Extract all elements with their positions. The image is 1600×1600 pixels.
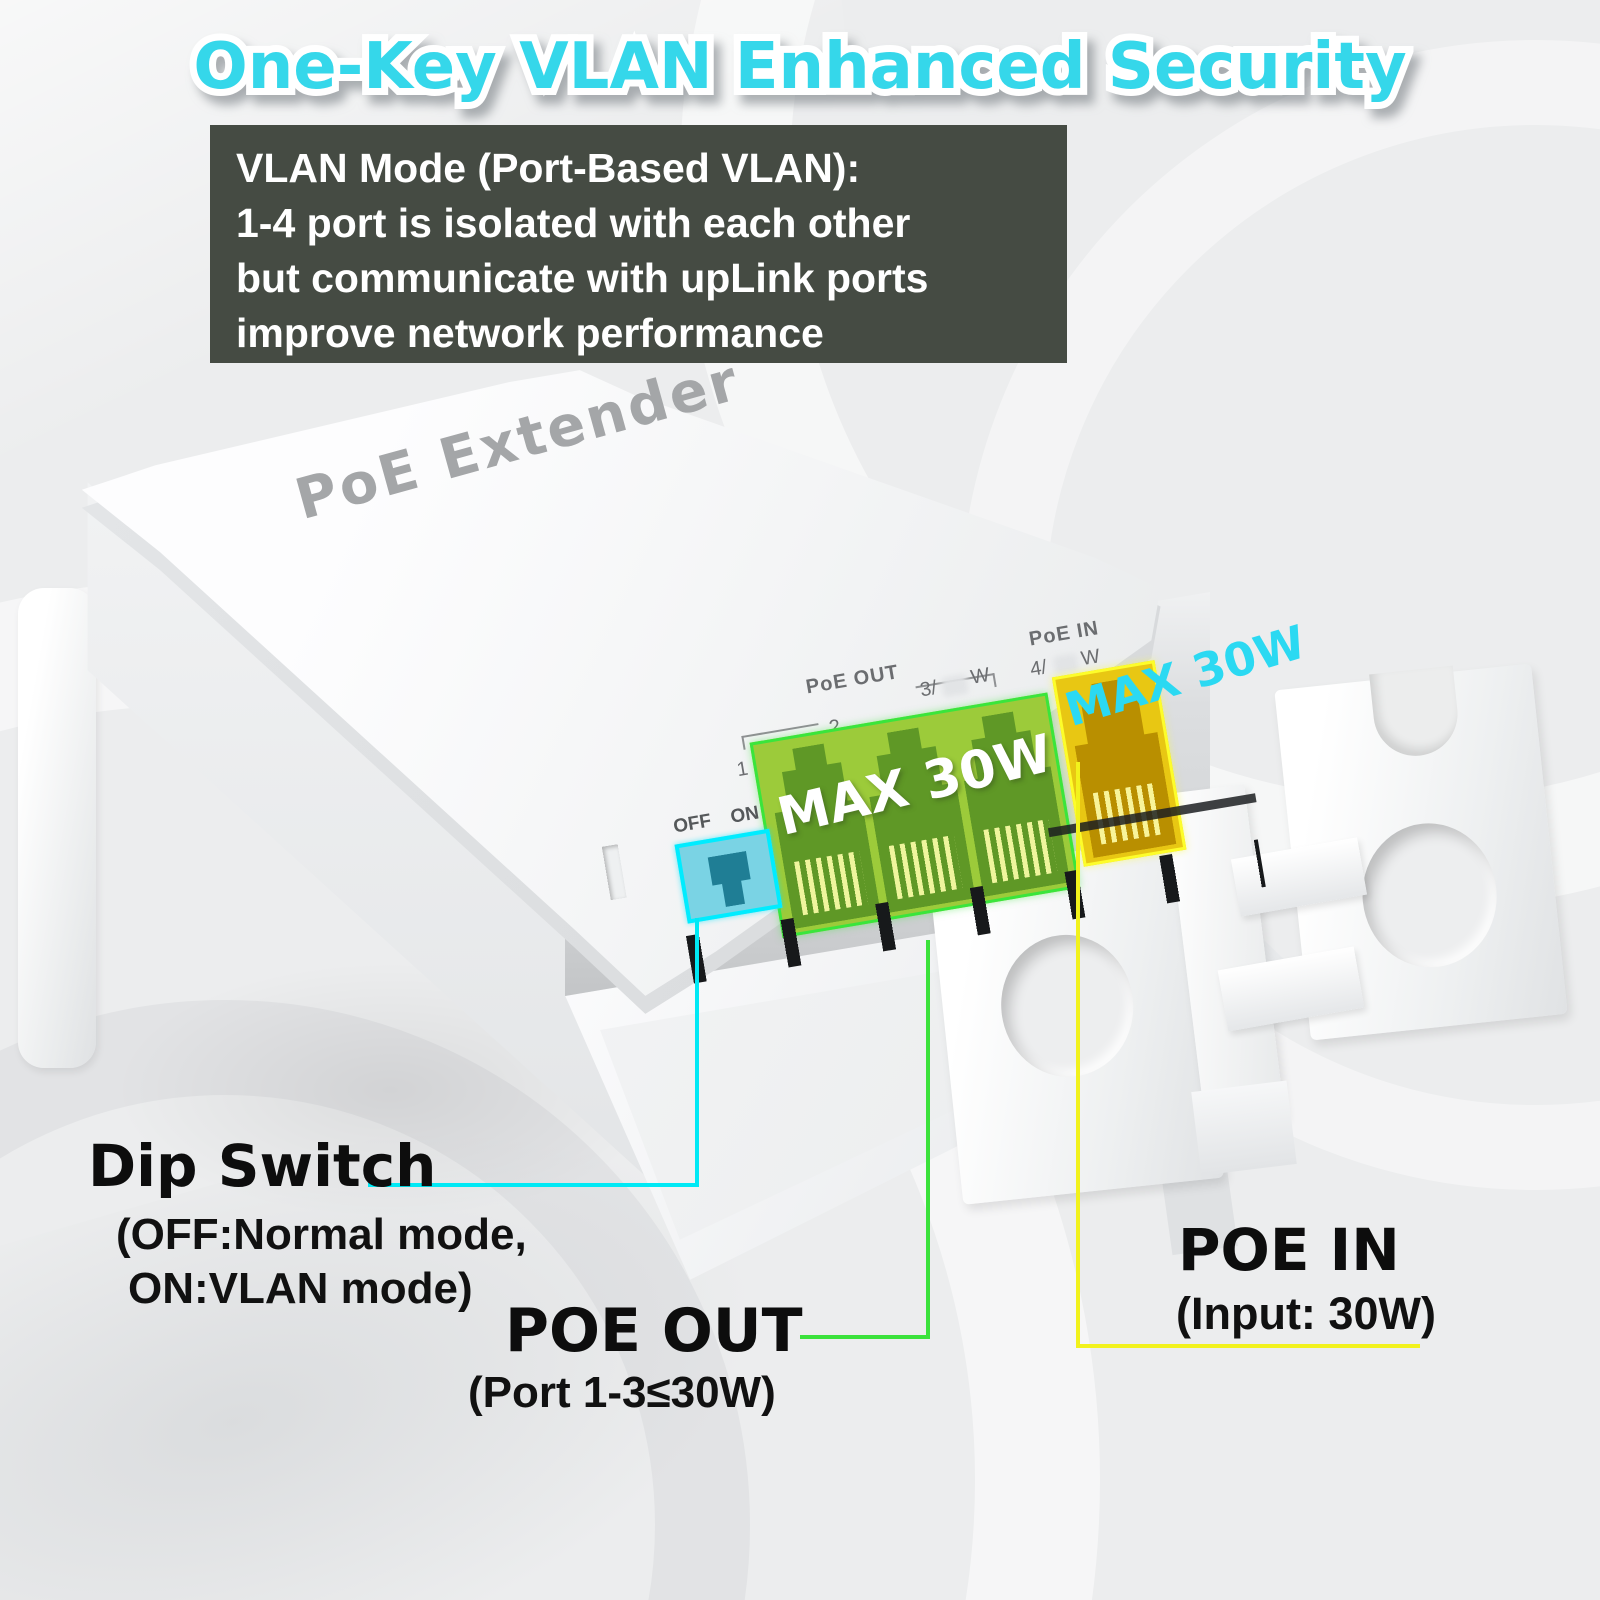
dip-off-label: OFF: [671, 810, 713, 838]
poe-in-callout-line: [1076, 1344, 1420, 1348]
dip-switch-sublabel-1: (OFF:Normal mode,: [116, 1210, 527, 1259]
dip-switch: [674, 828, 783, 924]
page-title: One-Key VLAN Enhanced Security One-Key V…: [0, 23, 1600, 140]
blurred-wattage: [1052, 653, 1080, 675]
panel-slot: [601, 844, 627, 901]
mount-hole-icon: [1355, 816, 1504, 974]
info-line-1: VLAN Mode (Port-Based VLAN):: [236, 145, 861, 191]
device-mount-tab-left: [18, 588, 96, 1068]
poe-in-sublabel: (Input: 30W): [1176, 1288, 1436, 1339]
page-title-outline: One-Key VLAN Enhanced Security: [186, 23, 1413, 111]
mount-hole-icon: [994, 928, 1141, 1084]
vlan-info-box: VLAN Mode (Port-Based VLAN): 1-4 port is…: [210, 125, 1067, 363]
poe-out-sublabel: (Port 1-3≤30W): [468, 1368, 776, 1417]
page-title-text: One-Key VLAN Enhanced Security: [193, 30, 1407, 104]
dip-switch-callout-line: [695, 918, 699, 1186]
poe-out-label: POE OUT: [505, 1296, 803, 1366]
mount-clamp-foot: [1191, 1080, 1297, 1176]
poe-in-label: POE IN: [1178, 1216, 1400, 1284]
poe-out-bracket-tick: [992, 673, 997, 688]
panel-port1-number: 1: [735, 757, 750, 782]
panel-port4-number: 4/: [1028, 656, 1049, 681]
dip-switch-callout-line: [368, 1183, 699, 1187]
dip-switch-label: Dip Switch: [88, 1132, 437, 1200]
panel-poe-out-label: PoE OUT: [804, 661, 901, 699]
panel-port3-number: 3/: [918, 676, 939, 702]
dip-switch-sublabel-2: ON:VLAN mode): [128, 1264, 473, 1313]
poe-out-bracket-tick: [741, 735, 746, 750]
info-line-4: improve network performance: [236, 310, 824, 356]
poe-out-callout-line: [800, 1335, 930, 1339]
panel-port4-watt: W: [1079, 645, 1102, 671]
dip-on-label: ON: [728, 802, 761, 828]
info-line-2: 1-4 port is isolated with each other: [236, 200, 911, 246]
panel-port3-watt: W: [969, 663, 992, 689]
poe-out-callout-line: [926, 940, 930, 1339]
mount-notch: [1369, 665, 1462, 760]
blurred-wattage: [940, 673, 970, 698]
poe-in-callout-line: [1076, 762, 1080, 1348]
dip-switch-lever-icon: [705, 850, 757, 909]
info-line-3: but communicate with upLink ports: [236, 255, 929, 301]
